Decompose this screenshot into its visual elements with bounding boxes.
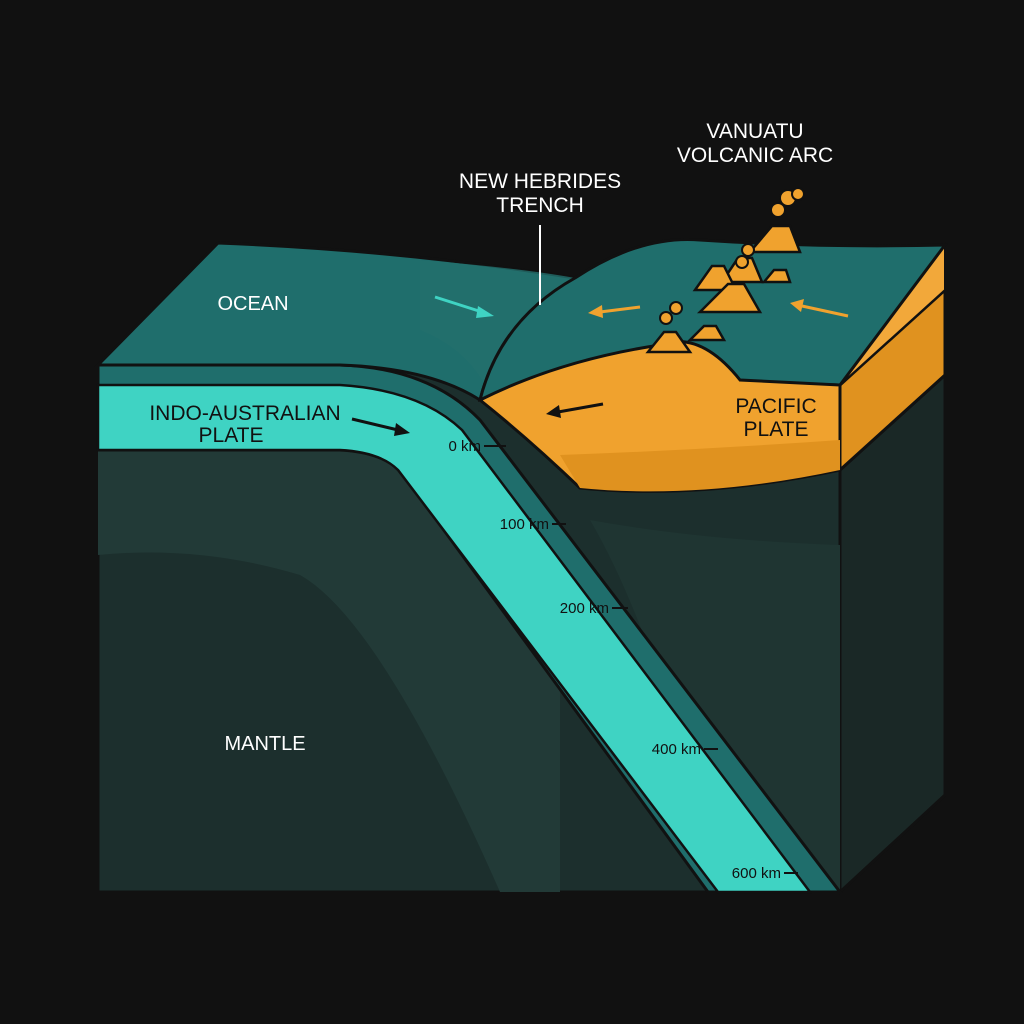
ocean-label: OCEAN bbox=[217, 293, 288, 315]
ocean-shading bbox=[420, 260, 575, 395]
mantle-upper-band bbox=[98, 450, 560, 892]
volcanic-arc-label-line2: VOLCANIC ARC bbox=[677, 144, 833, 167]
arrow-icon bbox=[790, 299, 849, 318]
volcano-icon bbox=[645, 301, 693, 354]
volcano-icon bbox=[696, 282, 763, 314]
arrow-icon bbox=[351, 417, 410, 436]
mantle-label: MANTLE bbox=[224, 733, 305, 755]
arrow-icon bbox=[546, 402, 604, 418]
volcano-icon bbox=[686, 324, 727, 342]
volcano-icon bbox=[747, 187, 805, 254]
pacific-plate-label-line1: PACIFIC bbox=[735, 395, 816, 418]
indo-australian-plate-label-line1: INDO-AUSTRALIAN bbox=[149, 402, 340, 425]
volcano-icon bbox=[719, 243, 764, 284]
depth-tick-0km: 0 km bbox=[448, 438, 481, 455]
arrow-icon bbox=[434, 295, 494, 318]
volcanic-arc-label-line1: VANUATU bbox=[706, 120, 803, 143]
depth-tick-200km: 200 km bbox=[560, 600, 609, 617]
mantle-right-band bbox=[590, 520, 840, 892]
depth-tick-100km: 100 km bbox=[500, 516, 549, 533]
volcano-icon bbox=[761, 268, 792, 284]
pacific-plate-shade bbox=[560, 440, 840, 492]
depth-tick-400km: 400 km bbox=[652, 741, 701, 758]
arrow-icon bbox=[588, 305, 641, 318]
depth-tick-600km: 600 km bbox=[732, 865, 781, 882]
pacific-plate-label-line2: PLATE bbox=[744, 418, 809, 441]
trench-label-line1: NEW HEBRIDES bbox=[459, 170, 621, 193]
trench-label-line2: TRENCH bbox=[496, 194, 584, 217]
indo-australian-slab bbox=[96, 383, 813, 894]
indo-australian-plate-label-line2: PLATE bbox=[199, 424, 264, 447]
